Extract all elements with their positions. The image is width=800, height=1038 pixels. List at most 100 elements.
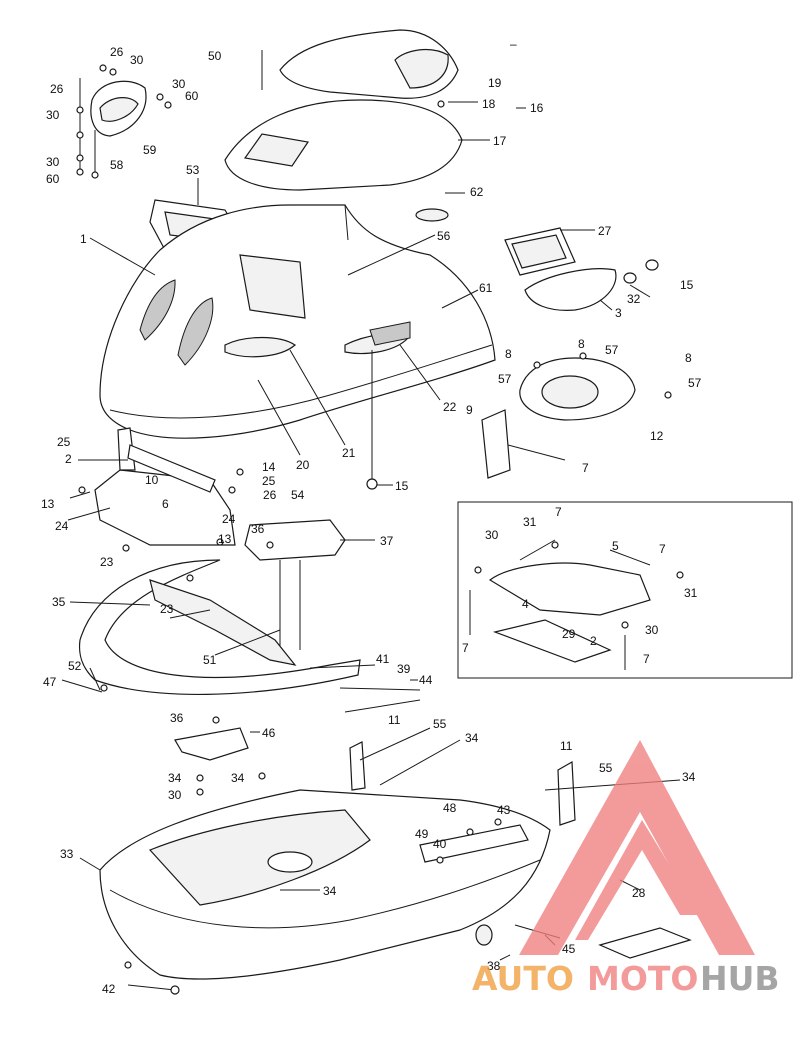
part-number-label: 34 [682, 770, 696, 784]
part-number-label: 8 [505, 347, 512, 361]
part-number-label: 10 [145, 473, 159, 487]
part-number-label: 42 [102, 982, 116, 996]
support-frame [94, 427, 346, 650]
part-number-label: 60 [46, 172, 60, 186]
part-number-label: 30 [168, 788, 182, 802]
part-number-label: 34 [231, 771, 245, 785]
part-number-label: 19 [488, 76, 502, 90]
seat-assembly [224, 29, 463, 191]
part-number-label: 1 [80, 232, 87, 246]
part-number-label: 31 [684, 586, 698, 600]
part-number-label: 30 [130, 53, 144, 67]
part-number-label: 38 [487, 959, 501, 973]
part-number-label: 36 [251, 522, 265, 536]
part-number-label: 15 [680, 278, 694, 292]
part-number-label: 32 [627, 292, 641, 306]
part-number-label: 22 [443, 400, 457, 414]
part-number-label: 7 [643, 652, 650, 666]
part-number-label: 8 [578, 337, 585, 351]
part-number-label: 61 [479, 281, 493, 295]
watermark-inner-mark [575, 820, 700, 940]
part-number-label: 26 [110, 45, 124, 59]
part-number-label: 8 [685, 351, 692, 365]
bracket-59 [79, 78, 147, 178]
part-number-label: 7 [462, 641, 469, 655]
part-number-label: 13 [41, 497, 55, 511]
part-number-label: 48 [443, 801, 457, 815]
part-number-label: 7 [555, 505, 562, 519]
part-number-label: 56 [437, 229, 451, 243]
part-number-label: 4 [522, 597, 529, 611]
part-number-label: 33 [60, 847, 74, 861]
dash-mark: – [510, 37, 517, 51]
part-number-label: 23 [100, 555, 114, 569]
part-number-label: 11 [388, 713, 401, 727]
part-number-label: 52 [68, 659, 82, 673]
watermark-auto: AUTO [472, 959, 574, 998]
hood-body [99, 204, 496, 439]
part-number-label: 60 [185, 89, 199, 103]
part-number-labels: 1 2 2 3 4 5 6 7 7 7 7 7 8 8 8 9 10 11 11… [41, 37, 702, 996]
part-number-label: 12 [650, 429, 664, 443]
part-number-label: 54 [291, 488, 305, 502]
part-number-label: 26 [263, 488, 277, 502]
detail-inset [457, 501, 793, 679]
leader-lines [61, 101, 681, 991]
watermark-triangle-logo [519, 740, 755, 955]
part-number-label: 30 [46, 155, 60, 169]
part-number-label: 55 [599, 761, 613, 775]
part-number-label: 53 [186, 163, 200, 177]
part-number-label: 18 [482, 97, 496, 111]
bumper-rail [78, 559, 421, 713]
part-number-label: 57 [688, 376, 702, 390]
part-number-label: 47 [43, 675, 57, 689]
part-number-label: 59 [143, 143, 157, 157]
watermark: AUTO MOTO HUB [472, 740, 780, 998]
part-number-label: 34 [465, 731, 479, 745]
fasteners [76, 64, 684, 995]
part-number-label: 49 [415, 827, 429, 841]
part-number-label: 23 [160, 602, 174, 616]
part-number-label: 62 [470, 185, 484, 199]
part-number-label: 40 [433, 837, 447, 851]
part-number-label: 31 [523, 515, 537, 529]
part-number-label: 30 [172, 77, 186, 91]
part-number-label: 9 [466, 403, 473, 417]
hull-body [99, 741, 576, 980]
bracket-46-shape [174, 727, 249, 761]
watermark-hub: HUB [700, 959, 780, 998]
decal-28-shape [598, 927, 692, 959]
part-number-label: 35 [52, 595, 66, 609]
part-number-label: 21 [342, 446, 356, 460]
part-number-label: 25 [262, 474, 276, 488]
part-number-label: 15 [395, 479, 409, 493]
watermark-moto: MOTO [587, 959, 698, 998]
part-number-label: 3 [615, 306, 622, 320]
part-number-label: 7 [659, 542, 666, 556]
part-number-label: 55 [433, 717, 447, 731]
part-number-label: 45 [562, 942, 576, 956]
part-number-label: 36 [170, 711, 184, 725]
storage-bin [481, 357, 636, 479]
part-number-label: 57 [498, 372, 512, 386]
part-number-label: 24 [55, 519, 69, 533]
part-number-label: 25 [57, 435, 71, 449]
part-number-label: 29 [562, 627, 576, 641]
part-number-label: 2 [590, 634, 597, 648]
part-number-label: 30 [645, 623, 659, 637]
part-number-label: 58 [110, 158, 124, 172]
part-number-label: 24 [222, 512, 236, 526]
part-number-label: 34 [323, 884, 337, 898]
part-number-label: 26 [50, 82, 64, 96]
part-number-label: 27 [598, 224, 612, 238]
part-number-label: 43 [497, 803, 511, 817]
part-number-label: 7 [582, 461, 589, 475]
part-number-label: 20 [296, 458, 310, 472]
part-number-label: 57 [605, 343, 619, 357]
part-number-label: 30 [46, 108, 60, 122]
part-number-label: 44 [419, 673, 433, 687]
part-number-label: 34 [168, 771, 182, 785]
part-number-label: 51 [203, 653, 217, 667]
